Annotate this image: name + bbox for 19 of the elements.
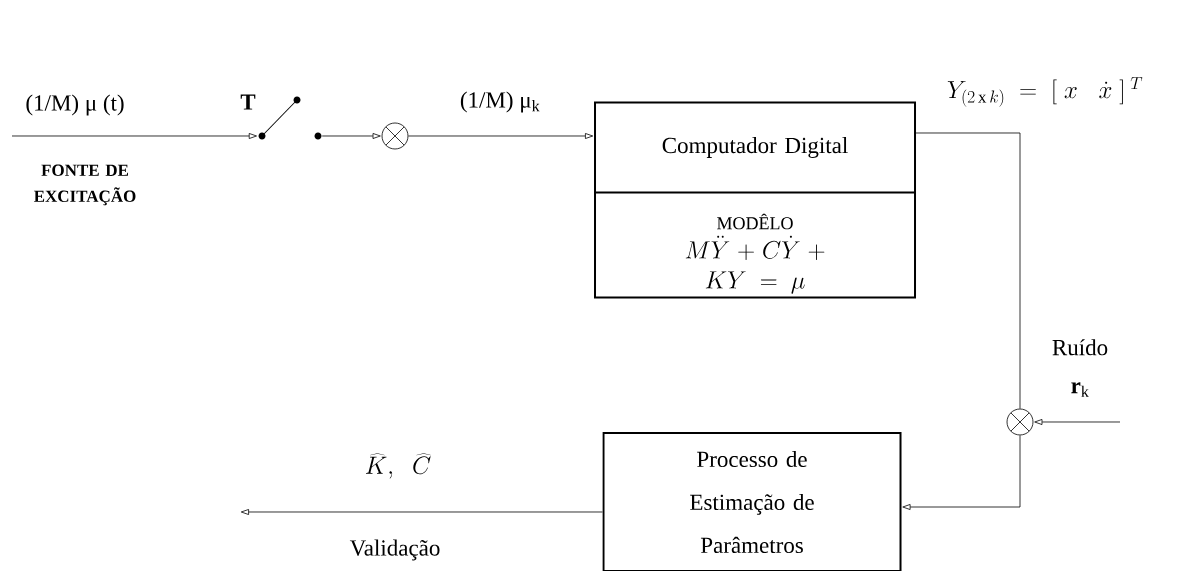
process-box: Computador Digital MODÊLO $M\ddot{Y} + C\dot{Y} + KY = \mu$ — [594, 101, 916, 299]
summing-junction — [1006, 408, 1034, 436]
switch-label: T — [240, 94, 256, 110]
edge-label: $Y_{(2\,\mathrm{x}\,k)} \;=\; [\;x\;\;\; \dot{x}\;]^{\;T}$ — [947, 77, 1143, 107]
arrow — [1034, 419, 1121, 425]
edge-label: $\widehat{K},\;\; \widehat{C}$ — [365, 453, 431, 479]
edge-label: (1/M) μ (t) — [26, 94, 124, 116]
arrow — [240, 509, 603, 515]
output-label: Validação — [349, 539, 440, 561]
process-box: Processo de Estimação de Parâmetros — [602, 432, 902, 571]
arrow — [902, 435, 1021, 510]
arrow — [321, 133, 381, 139]
edge-label: Ruído r$_{k}$ — [1052, 339, 1108, 397]
edge-label: (1/M) μ$_{k}$ — [460, 91, 540, 113]
arrow — [408, 133, 594, 139]
arrow — [11, 133, 257, 139]
source-label: FONTE DE EXCITAÇÃO — [34, 164, 136, 206]
summing-junction — [381, 122, 409, 150]
switch-symbol — [258, 96, 322, 140]
